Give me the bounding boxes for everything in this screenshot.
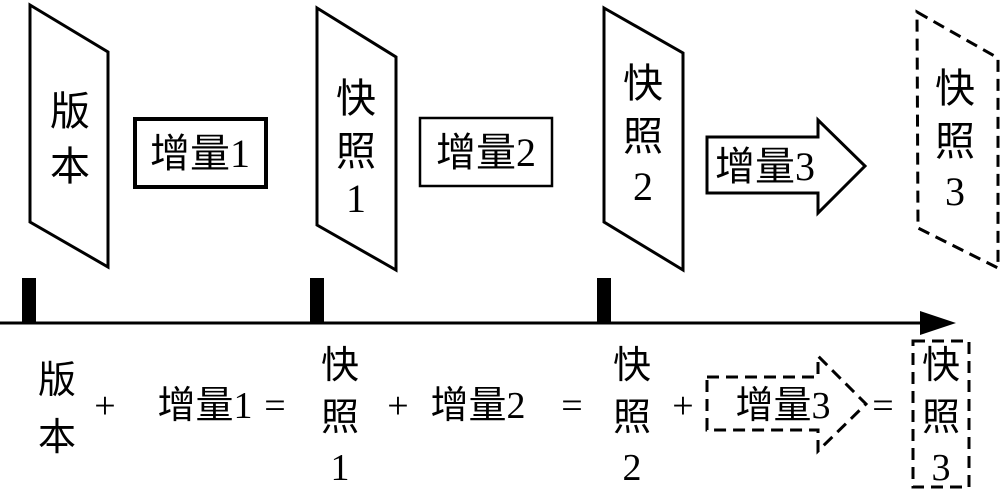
eq-snapshot1-char-2: 照 [321,397,359,439]
eq-snapshot3-char-2: 照 [922,397,960,439]
snapshot2-char-3: 2 [633,164,653,209]
version-card: 版 本 [28,2,110,270]
axis-arrowhead-icon [920,311,956,335]
timeline-axis [0,278,956,335]
snapshot2-char-2: 照 [623,114,663,159]
snapshot1-char-3: 1 [346,176,366,221]
snapshot3-char-2: 照 [935,119,975,164]
increment2-box: 增量2 [418,116,554,188]
eq-snapshot3-char-1: 快 [922,345,960,387]
snapshot1-char-1: 快 [336,76,376,121]
eq-equals-1: = [264,385,285,427]
timeline-tick-version [22,278,36,323]
snapshot2-card: 快 照 2 [602,5,685,273]
increment3-arrow: 增量3 [705,116,868,217]
eq-snapshot2-char-2: 照 [613,397,651,439]
snapshot1-card: 快 照 1 [315,5,398,273]
eq-equals-2: = [561,385,582,427]
eq-plus-2: + [387,385,408,427]
version-char-1: 版 [50,89,90,134]
eq-equals-3: = [872,385,893,427]
equation-row: 版 本 + 增量1 = 快 照 1 + 增量2 = 快 照 2 + 增量3 = … [38,339,971,489]
eq-version-char-2: 本 [38,417,76,459]
snapshot3-char-3: 3 [945,169,965,214]
eq-snapshot1-char-3: 1 [331,447,350,489]
increment1-box: 增量1 [133,117,268,189]
timeline-tick-snapshot1 [310,278,324,323]
eq-increment2: 增量2 [430,385,525,427]
increment3-label: 增量3 [715,144,815,189]
eq-snapshot3-dashed-box: 快 照 3 [911,339,971,489]
eq-increment1: 增量1 [157,385,252,427]
eq-snapshot3-char-3: 3 [932,447,951,489]
eq-plus-3: + [672,385,693,427]
version-char-2: 本 [50,144,90,189]
snapshot3-char-1: 快 [935,66,975,111]
eq-snapshot2-char-1: 快 [613,345,651,387]
eq-snapshot1-char-1: 快 [321,345,359,387]
increment1-label: 增量1 [150,131,250,176]
snapshot3-card-dashed: 快 照 3 [915,9,1000,271]
snapshot2-char-1: 快 [623,61,663,106]
eq-version-char-1: 版 [38,360,76,402]
increment2-label: 增量2 [436,130,536,175]
snapshot1-char-2: 照 [336,129,376,174]
eq-increment3: 增量3 [735,385,830,427]
eq-increment3-dashed-arrow: 增量3 [705,352,869,455]
eq-snapshot2-char-3: 2 [623,447,642,489]
timeline-tick-snapshot2 [597,278,611,323]
eq-plus-1: + [94,385,115,427]
